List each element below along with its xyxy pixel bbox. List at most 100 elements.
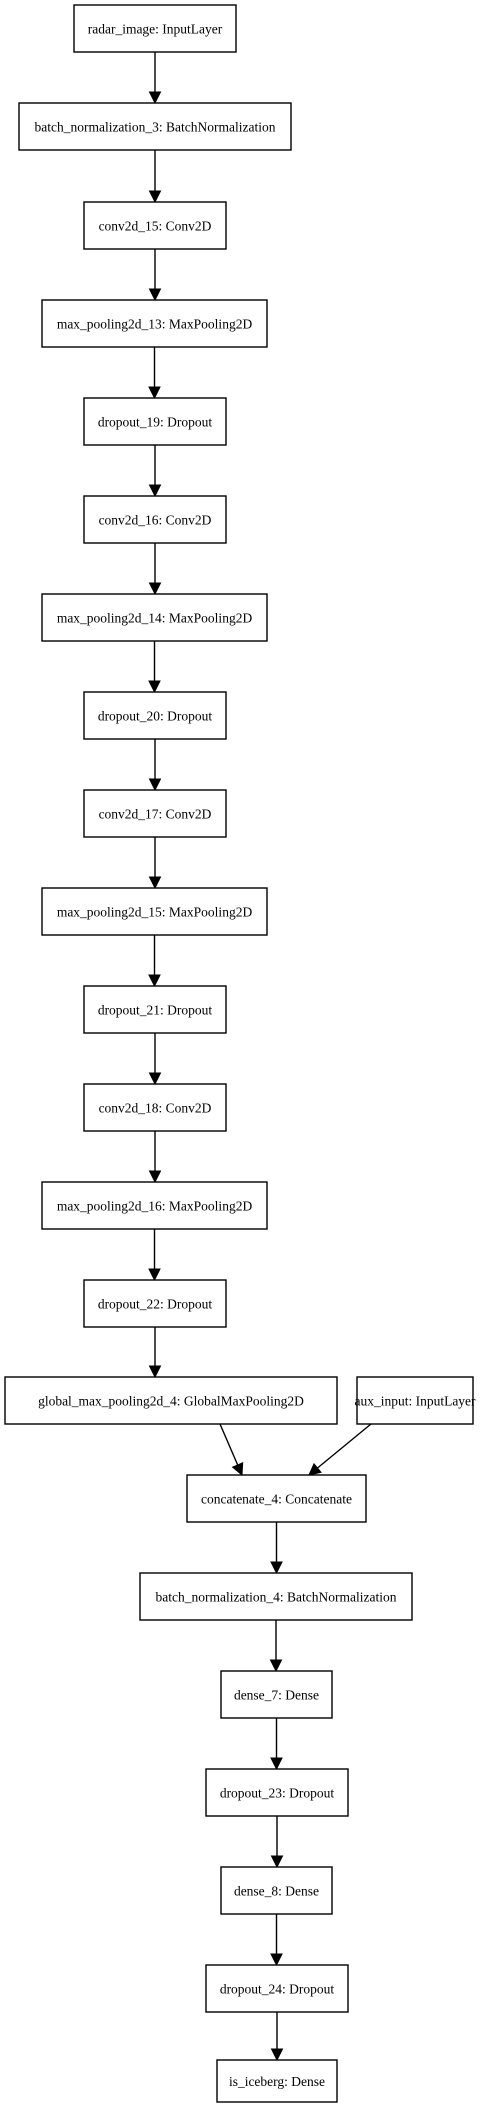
arrowhead-icon [231, 1461, 244, 1477]
arrowhead-icon [148, 582, 162, 596]
node-dense-8: dense_8: Dense [220, 1866, 333, 1915]
node-dense-7: dense_7: Dense [220, 1670, 333, 1719]
node-label: conv2d_15: Conv2D [99, 219, 212, 234]
node-label: concatenate_4: Concatenate [201, 1492, 352, 1507]
arrowhead-icon [148, 876, 162, 890]
edge-global-max-pooling2d-4-to-concatenate-4 [219, 1423, 244, 1477]
node-box [205, 1768, 349, 1817]
node-label: conv2d_18: Conv2D [99, 1101, 212, 1116]
node-conv2d-18: conv2d_18: Conv2D [83, 1083, 227, 1132]
arrowhead-icon [148, 974, 161, 988]
arrowhead-icon [148, 1365, 162, 1379]
node-max-pooling2d-13: max_pooling2d_13: MaxPooling2D [41, 299, 268, 348]
node-dropout-22: dropout_22: Dropout [83, 1279, 227, 1328]
arrowhead-icon [148, 1268, 161, 1282]
edge-line [219, 1423, 239, 1466]
arrowhead-icon [148, 1072, 162, 1086]
arrowhead-icon [148, 386, 161, 400]
node-box [83, 985, 227, 1034]
edge-conv2d-16-to-max-pooling2d-14 [148, 543, 162, 596]
node-box [205, 1964, 349, 2013]
node-box [216, 2059, 338, 2103]
node-box [220, 1670, 333, 1719]
arrowhead-icon [148, 1170, 162, 1184]
edge-dropout-20-to-conv2d-17 [148, 739, 162, 792]
edge-dropout-24-to-is-iceberg [270, 2012, 284, 2062]
edge-concatenate-4-to-batch-normalization-4 [270, 1522, 283, 1575]
node-box [41, 1181, 268, 1230]
node-max-pooling2d-14: max_pooling2d_14: MaxPooling2D [41, 593, 268, 642]
node-label: radar_image: InputLayer [88, 22, 223, 37]
node-label: aux_input: InputLayer [354, 1394, 476, 1409]
node-box [220, 1866, 333, 1915]
edges-layer [148, 52, 372, 2062]
node-box [41, 593, 268, 642]
edge-batch-normalization-4-to-dense-7 [269, 1620, 283, 1673]
node-label: dense_8: Dense [234, 1884, 319, 1899]
node-label: max_pooling2d_16: MaxPooling2D [57, 1199, 253, 1214]
node-dropout-21: dropout_21: Dropout [83, 985, 227, 1034]
edge-dense-8-to-dropout-24 [270, 1914, 283, 1967]
edge-conv2d-18-to-max-pooling2d-16 [148, 1131, 162, 1184]
node-box [73, 4, 237, 53]
arrowhead-icon [148, 680, 161, 694]
node-box [83, 789, 227, 838]
node-box [356, 1376, 474, 1425]
node-label: conv2d_16: Conv2D [99, 513, 212, 528]
node-label: dropout_20: Dropout [98, 709, 213, 724]
arrowhead-icon [148, 190, 162, 204]
node-dropout-19: dropout_19: Dropout [83, 397, 227, 446]
arrowhead-icon [148, 288, 162, 302]
node-box [83, 495, 227, 544]
node-box [41, 299, 268, 348]
edge-max-pooling2d-16-to-dropout-22 [148, 1229, 161, 1282]
node-label: dropout_19: Dropout [98, 415, 213, 430]
arrowhead-icon [270, 1953, 283, 1967]
node-conv2d-15: conv2d_15: Conv2D [83, 201, 227, 250]
node-box [139, 1572, 413, 1621]
arrowhead-icon [308, 1462, 322, 1476]
edge-dropout-19-to-conv2d-16 [148, 445, 162, 498]
node-dropout-23: dropout_23: Dropout [205, 1768, 349, 1817]
node-label: max_pooling2d_14: MaxPooling2D [57, 611, 253, 626]
arrowhead-icon [148, 778, 162, 792]
node-dropout-24: dropout_24: Dropout [205, 1964, 349, 2013]
edge-max-pooling2d-15-to-dropout-21 [148, 935, 161, 988]
node-label: is_iceberg: Dense [229, 2074, 325, 2089]
edge-dense-7-to-dropout-23 [270, 1718, 283, 1771]
node-batch-normalization-4: batch_normalization_4: BatchNormalizatio… [139, 1572, 413, 1621]
node-box [83, 1083, 227, 1132]
node-conv2d-16: conv2d_16: Conv2D [83, 495, 227, 544]
edge-line [317, 1423, 372, 1469]
arrowhead-icon [270, 1855, 284, 1869]
arrowhead-icon [269, 1659, 283, 1673]
node-box [83, 1279, 227, 1328]
node-conv2d-17: conv2d_17: Conv2D [83, 789, 227, 838]
node-label: batch_normalization_4: BatchNormalizatio… [155, 1590, 396, 1605]
arrowhead-icon [270, 1561, 283, 1575]
node-label: max_pooling2d_13: MaxPooling2D [57, 317, 253, 332]
arrowhead-icon [270, 2048, 284, 2062]
node-box [186, 1474, 367, 1523]
node-label: dense_7: Dense [234, 1688, 319, 1703]
node-max-pooling2d-15: max_pooling2d_15: MaxPooling2D [41, 887, 268, 936]
node-concatenate-4: concatenate_4: Concatenate [186, 1474, 367, 1523]
node-label: max_pooling2d_15: MaxPooling2D [57, 905, 253, 920]
node-aux-input: aux_input: InputLayer [354, 1376, 476, 1425]
edge-dropout-23-to-dense-8 [270, 1816, 284, 1869]
edge-batch-normalization-3-to-conv2d-15 [148, 150, 162, 204]
arrowhead-icon [270, 1757, 283, 1771]
nodes-layer: radar_image: InputLayer batch_normalizati… [4, 4, 476, 2103]
node-label: dropout_21: Dropout [98, 1003, 213, 1018]
node-is-iceberg: is_iceberg: Dense [216, 2059, 338, 2103]
node-label: conv2d_17: Conv2D [99, 807, 212, 822]
node-box [41, 887, 268, 936]
node-box [4, 1376, 338, 1425]
arrowhead-icon [148, 484, 162, 498]
edge-aux-input-to-concatenate-4 [308, 1423, 372, 1476]
edge-max-pooling2d-13-to-dropout-19 [148, 347, 161, 400]
node-label: dropout_22: Dropout [98, 1297, 213, 1312]
edge-radar-image-to-batch-normalization-3 [148, 52, 162, 105]
node-global-max-pooling2d-4: global_max_pooling2d_4: GlobalMaxPooling… [4, 1376, 338, 1425]
